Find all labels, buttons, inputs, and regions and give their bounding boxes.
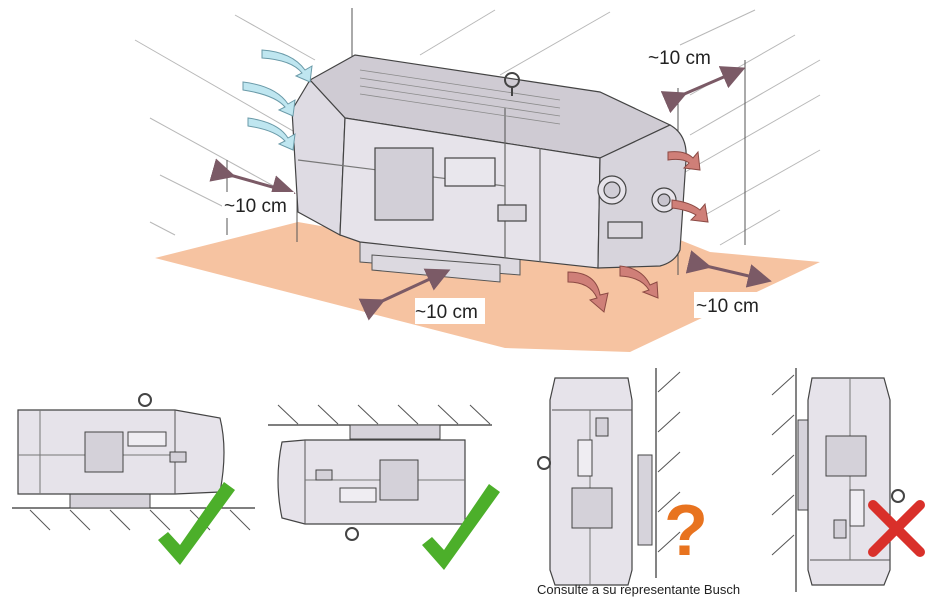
dimension-label-bottom-right: ~10 cm xyxy=(696,296,759,317)
label-bg-left xyxy=(222,192,294,218)
air-inlet-arrows xyxy=(242,49,313,151)
eyebolt-icon-3 xyxy=(537,456,551,470)
checkmark-icon xyxy=(158,482,235,565)
checkmark-icon-2 xyxy=(422,484,500,570)
orientation-vertical-wall-mounted: ? Consulte a su representante Busch xyxy=(537,368,740,597)
question-mark-icon: ? xyxy=(664,491,708,571)
air-outlet-arrows xyxy=(567,150,709,313)
dimension-arrows xyxy=(209,66,772,321)
cross-icon xyxy=(868,500,925,557)
eyebolt-icon xyxy=(138,393,152,407)
lifting-eyebolt xyxy=(504,72,520,96)
pump-base-frame xyxy=(359,239,521,283)
dimension-label-left: ~10 cm xyxy=(224,196,287,217)
label-bg-front xyxy=(415,298,485,324)
consult-caption: Consulte a su representante Busch xyxy=(537,582,740,597)
label-bg-bottom-right xyxy=(694,292,766,318)
orientation-vertical-wall-mounted-inverted xyxy=(771,368,925,592)
wall-hatching xyxy=(134,8,821,246)
eyebolt-icon-4 xyxy=(891,489,905,503)
orientation-horizontal-feet-down xyxy=(12,393,255,565)
eyebolt-icon-2 xyxy=(345,527,359,541)
vacuum-pump-body xyxy=(291,54,687,269)
dimension-label-top-right: ~10 cm xyxy=(648,48,711,69)
orientation-horizontal-ceiling-mounted xyxy=(268,404,500,570)
dimension-label-front: ~10 cm xyxy=(415,302,478,323)
main-isometric-view: ~10 cm ~10 cm ~10 cm ~10 cm xyxy=(134,8,821,352)
